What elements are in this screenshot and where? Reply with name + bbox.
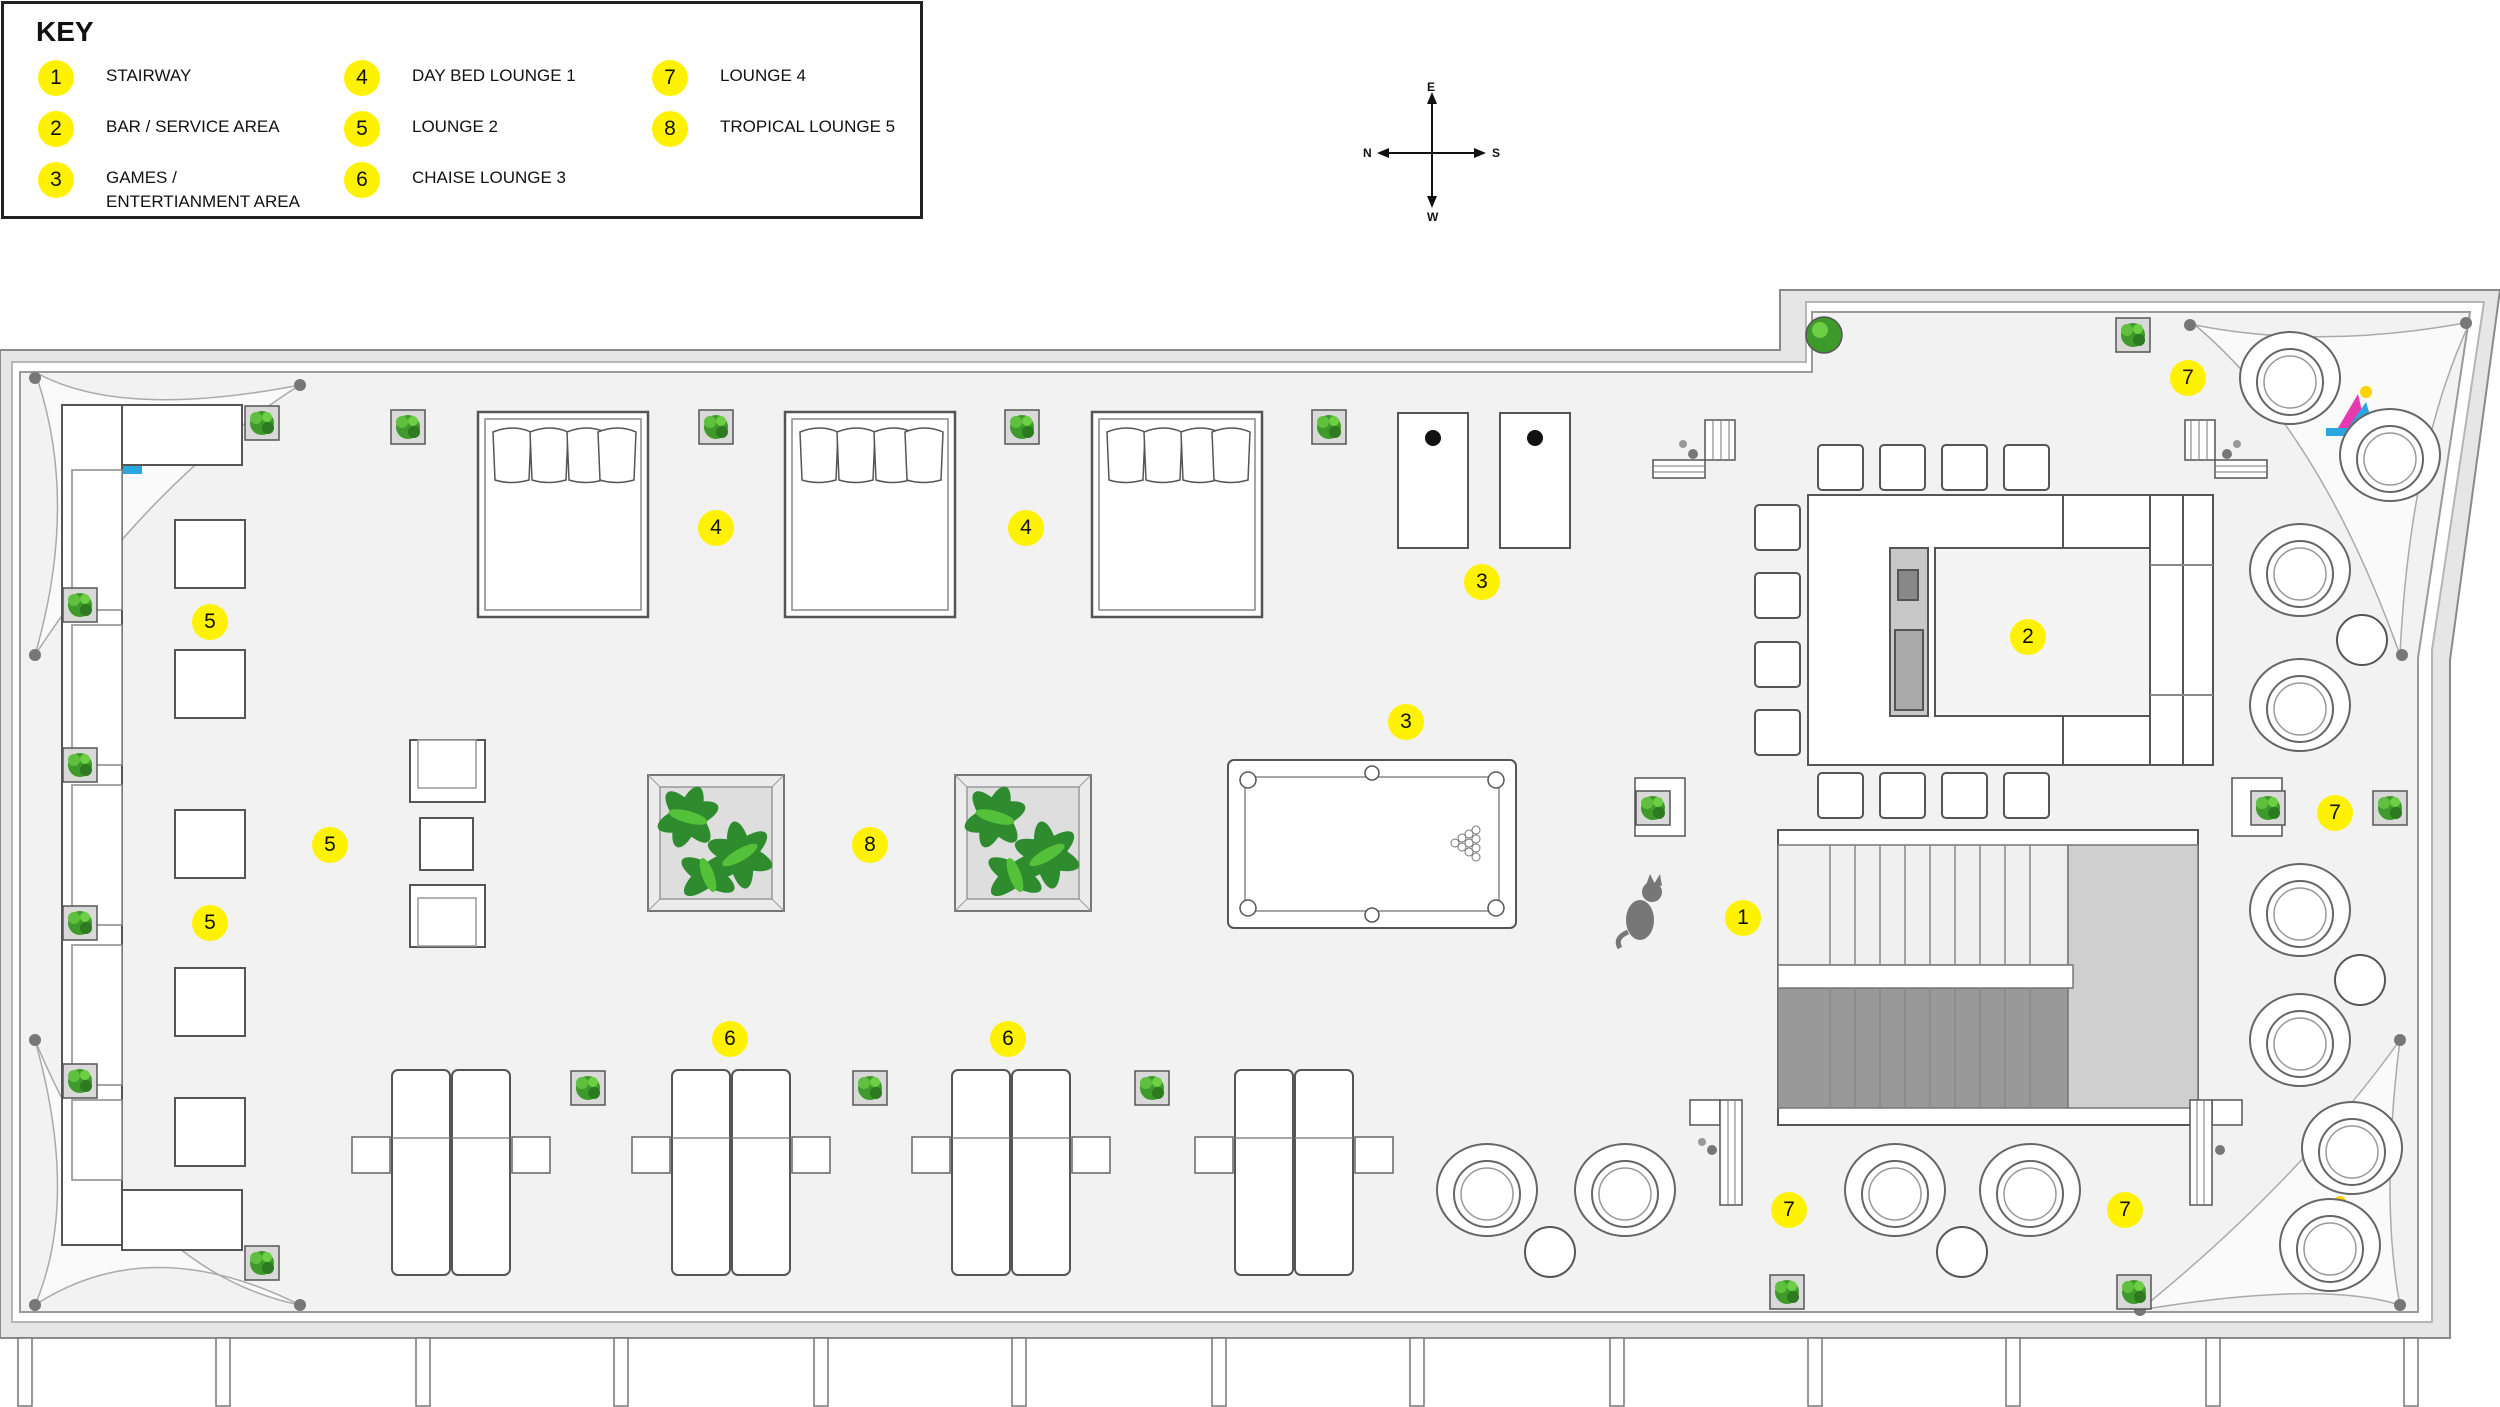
- planter-icon: [1769, 1274, 1805, 1310]
- zone-marker: 7: [2170, 360, 2206, 396]
- egg-chair-icon: [2249, 523, 2351, 617]
- zone-marker: 8: [852, 827, 888, 863]
- legend-badge: 6: [344, 162, 380, 198]
- compass-icon: [1377, 92, 1486, 208]
- zone-marker: 5: [192, 905, 228, 941]
- planter-icon: [698, 409, 734, 445]
- planter-icon: [62, 587, 98, 623]
- egg-chair-icon: [2249, 658, 2351, 752]
- zone-marker: 2: [2010, 619, 2046, 655]
- planter-icon: [1635, 790, 1671, 826]
- legend-badge: 1: [38, 60, 74, 96]
- legend-badge: 4: [344, 60, 380, 96]
- legend-badge: 5: [344, 111, 380, 147]
- legend-label: BAR / SERVICE AREA: [106, 117, 280, 136]
- legend-badge: 2: [38, 111, 74, 147]
- egg-chair-icon: [1574, 1143, 1676, 1237]
- egg-chair-icon: [1979, 1143, 2081, 1237]
- legend-label: CHAISE LOUNGE 3: [412, 168, 566, 187]
- egg-chair-icon: [2279, 1198, 2381, 1292]
- planter-icon: [1311, 409, 1347, 445]
- planter-icon: [2115, 317, 2151, 353]
- planter-icon: [2250, 790, 2286, 826]
- planter-icon: [244, 1245, 280, 1281]
- palm-planter-icon: [647, 774, 785, 912]
- zone-marker: 3: [1388, 704, 1424, 740]
- zone-marker: 4: [1008, 510, 1044, 546]
- bar-counter: [1807, 494, 2214, 766]
- planter-icon: [2372, 790, 2408, 826]
- pool-table: [1227, 759, 1517, 929]
- daybed-icon: [1090, 410, 1264, 619]
- zone-marker: 7: [2317, 795, 2353, 831]
- zone-marker: 4: [698, 510, 734, 546]
- egg-chair-icon: [2301, 1101, 2403, 1195]
- planter-icon: [390, 409, 426, 445]
- compass-west-label: W: [1427, 210, 1439, 224]
- legend-item: 3 GAMES / ENTERTIANMENT AREA: [38, 162, 336, 214]
- planter-icon: [244, 405, 280, 441]
- legend-label: GAMES / ENTERTIANMENT AREA: [106, 168, 300, 211]
- legend-item: 8 TROPICAL LOUNGE 5: [652, 111, 950, 147]
- legend-label: DAY BED LOUNGE 1: [412, 66, 576, 85]
- egg-chair-icon: [2249, 863, 2351, 957]
- legend-item: 6 CHAISE LOUNGE 3: [344, 162, 642, 198]
- legend-label: STAIRWAY: [106, 66, 192, 85]
- egg-chair-icon: [2249, 993, 2351, 1087]
- zone-marker: 5: [192, 604, 228, 640]
- zone-marker: 7: [2107, 1192, 2143, 1228]
- palm-planter-icon: [954, 774, 1092, 912]
- legend-label: TROPICAL LOUNGE 5: [720, 117, 896, 136]
- planter-icon: [62, 747, 98, 783]
- planter-icon: [1134, 1070, 1170, 1106]
- legend-label: LOUNGE 4: [720, 66, 806, 85]
- planter-icon: [62, 905, 98, 941]
- planter-icon: [62, 1063, 98, 1099]
- zone-marker: 3: [1464, 564, 1500, 600]
- compass-south-label: S: [1492, 146, 1501, 160]
- legend-title: KEY: [36, 16, 94, 47]
- legend-item: 5 LOUNGE 2: [344, 111, 642, 147]
- egg-chair-icon: [2239, 331, 2341, 425]
- legend-label: LOUNGE 2: [412, 117, 498, 136]
- legend-item: 4 DAY BED LOUNGE 1: [344, 60, 642, 96]
- egg-chair-icon: [1844, 1143, 1946, 1237]
- egg-chair-icon: [2339, 408, 2441, 502]
- legend-item: 7 LOUNGE 4: [652, 60, 950, 96]
- egg-chair-icon: [1436, 1143, 1538, 1237]
- legend-badge: 7: [652, 60, 688, 96]
- daybed-icon: [476, 410, 650, 619]
- planter-icon: [570, 1070, 606, 1106]
- legend-box: KEY 1 STAIRWAY 2 BAR / SERVICE AREA 3 GA…: [1, 1, 923, 219]
- legend-badge: 3: [38, 162, 74, 198]
- compass-north-label: N: [1363, 146, 1372, 160]
- zone-marker: 6: [712, 1021, 748, 1057]
- legend-item: 2 BAR / SERVICE AREA: [38, 111, 336, 147]
- planter-icon: [2116, 1274, 2152, 1310]
- planter-icon: [1004, 409, 1040, 445]
- zone-marker: 7: [1771, 1192, 1807, 1228]
- zone-marker: 6: [990, 1021, 1026, 1057]
- legend-badge: 8: [652, 111, 688, 147]
- zone-marker: 1: [1725, 900, 1761, 936]
- legend-item: 1 STAIRWAY: [38, 60, 336, 96]
- daybed-icon: [783, 410, 957, 619]
- cat-icon: [1615, 874, 1662, 950]
- compass-east-label: E: [1427, 80, 1436, 94]
- zone-marker: 5: [312, 827, 348, 863]
- stairway: [1777, 829, 2199, 1126]
- planter-icon: [852, 1070, 888, 1106]
